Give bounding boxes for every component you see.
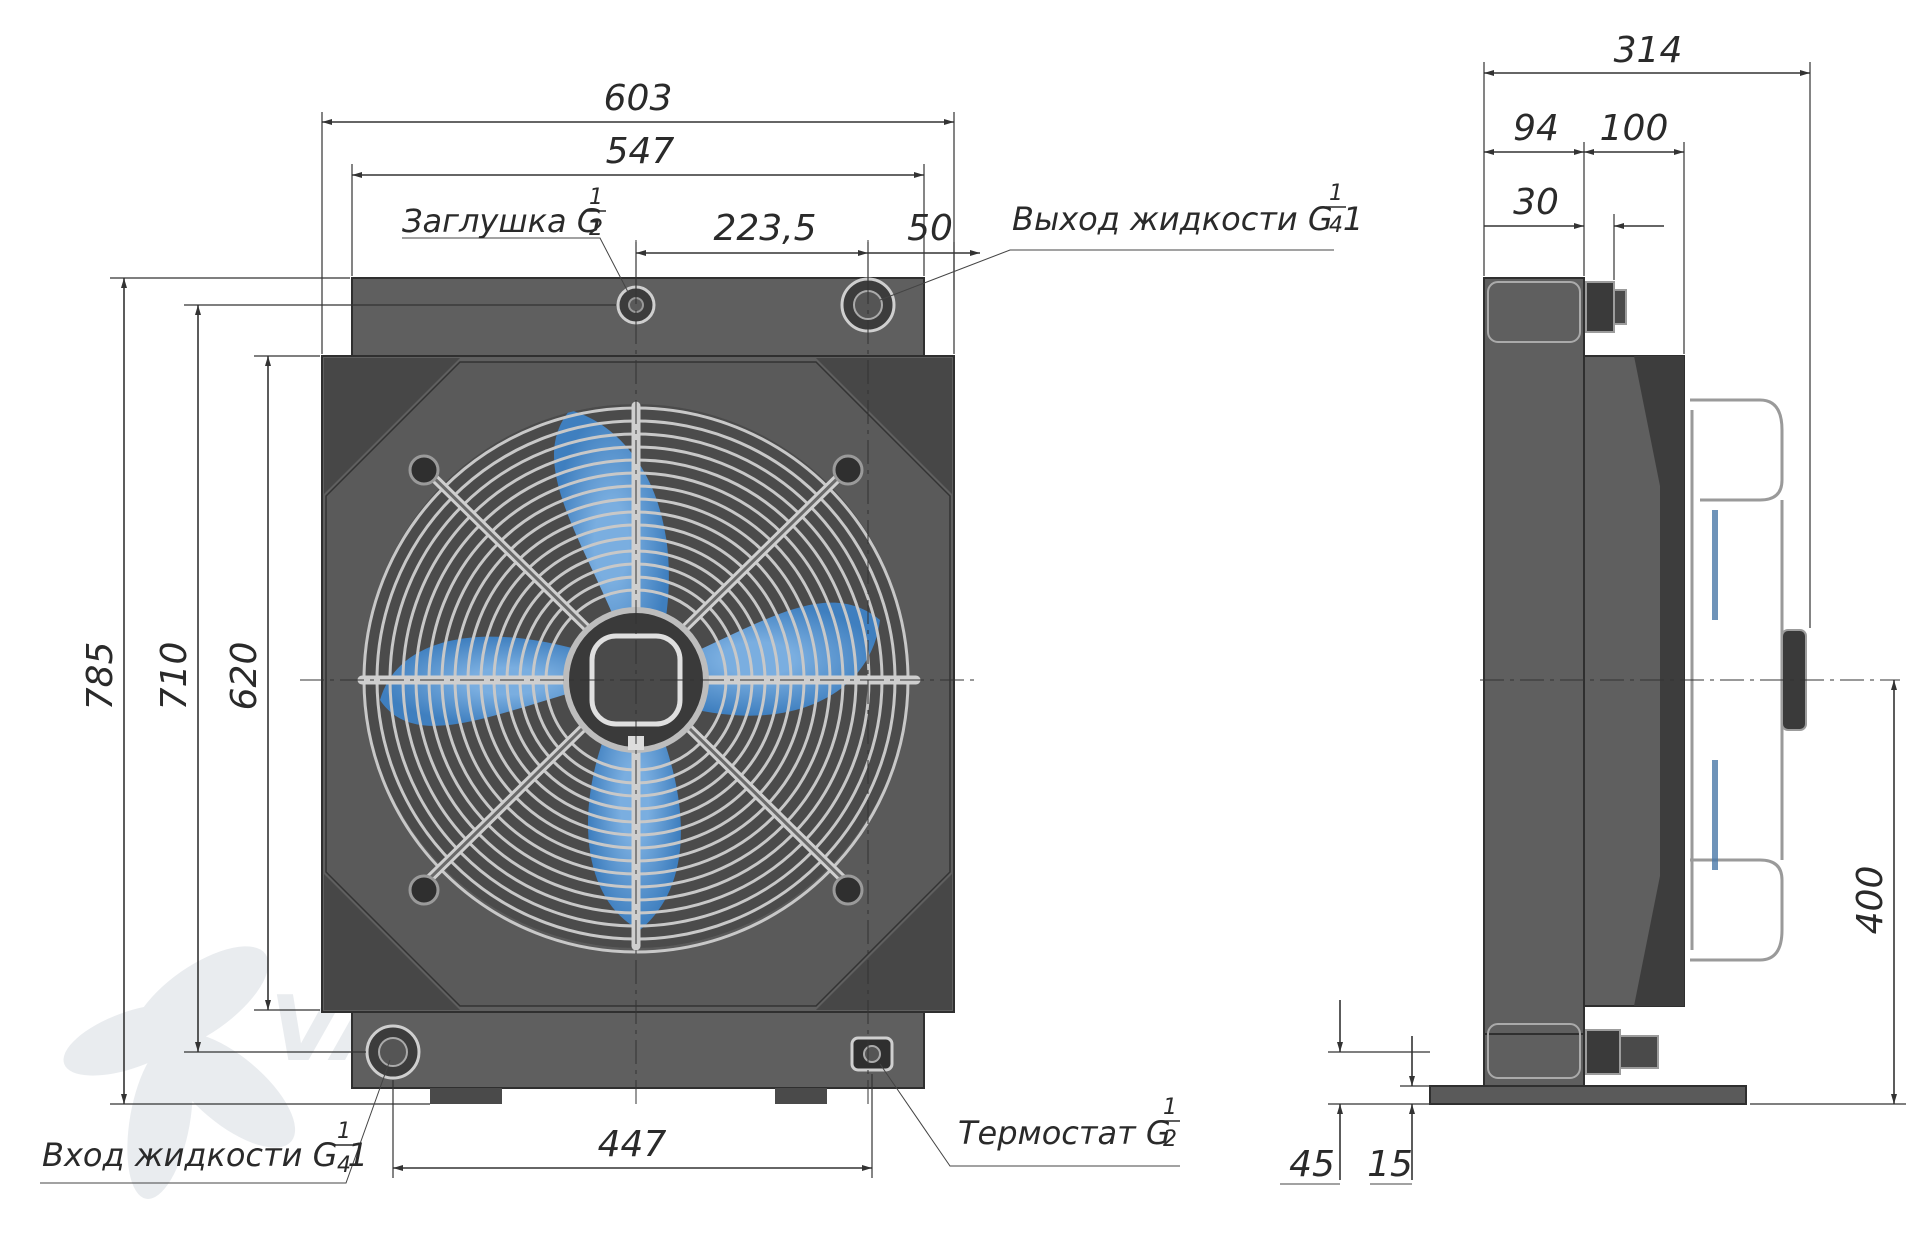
thermostat-frac-den: 2 [1163, 1127, 1177, 1152]
callout-plug: Заглушка G 1 2 [402, 185, 629, 293]
watermark-fan-icon [63, 946, 296, 1199]
dim-outlet-offset: 50 [868, 208, 980, 290]
dim-inlet-thermostat: 447 [392, 1074, 873, 1178]
dim-text-30: 30 [1513, 182, 1559, 223]
dim-depth-94: 94 [1484, 108, 1585, 276]
corner-top-right [816, 358, 952, 494]
dim-text-547: 547 [606, 131, 675, 172]
dim-height-620: 620 [224, 355, 320, 1011]
left-foot [430, 1088, 502, 1104]
thermostat-label: Термостат G [958, 1114, 1171, 1152]
dim-text-100: 100 [1600, 108, 1669, 149]
callout-thermostat: Термостат G 1 2 [879, 1063, 1180, 1167]
side-fan-blade-edges [1712, 510, 1718, 870]
center-lines [300, 240, 980, 1110]
callout-outlet: Выход жидкости G 1 1 4 [879, 181, 1363, 301]
dim-depth-100: 100 [1584, 108, 1685, 354]
inlet-label: Вход жидкости G 1 [42, 1136, 368, 1174]
dim-height-710: 710 [154, 304, 616, 1053]
dim-plug-to-outlet: 223,5 [635, 208, 869, 290]
corner-bottom-right [816, 874, 952, 1010]
dim-text-314: 314 [1614, 30, 1683, 71]
bottom-manifold [351, 1009, 925, 1089]
dim-overall-depth: 314 [1483, 30, 1811, 628]
right-foot [775, 1088, 827, 1104]
dim-overall-height: 785 [80, 277, 430, 1105]
side-shroud-wedge [1634, 356, 1684, 1006]
dim-text-50: 50 [907, 208, 953, 249]
inlet-frac-den: 4 [337, 1153, 351, 1178]
dim-text-603: 603 [604, 78, 673, 119]
plug-frac-den: 2 [589, 216, 603, 241]
dim-text-15: 15 [1367, 1144, 1413, 1185]
corner-top-left [324, 358, 460, 494]
radiator-core [1483, 277, 1585, 1035]
inlet-frac-num: 1 [337, 1119, 351, 1144]
front-view: 603 547 223,5 50 447 [40, 78, 1363, 1184]
mount-bolts [408, 454, 864, 906]
dim-text-785: 785 [80, 642, 121, 711]
thermostat-frac-num: 1 [1163, 1095, 1177, 1120]
dim-text-620: 620 [224, 642, 265, 711]
dim-text-45: 45 [1289, 1144, 1335, 1185]
dim-text-94: 94 [1513, 108, 1559, 149]
side-view: 314 94 100 30 400 [1280, 30, 1906, 1185]
outlet-label: Выход жидкости G 1 [1012, 200, 1363, 238]
bottom-tank [1487, 1023, 1581, 1079]
dim-foot-45: 45 [1280, 1000, 1430, 1185]
dim-overall-width: 603 [321, 78, 955, 354]
corner-bottom-left [324, 874, 460, 1010]
outlet-frac-den: 4 [1329, 213, 1343, 238]
dim-foot-15: 15 [1367, 1036, 1430, 1185]
outlet-frac-num: 1 [1329, 181, 1343, 206]
dim-inner-width: 547 [351, 131, 925, 276]
side-top-fitting [1585, 281, 1627, 333]
base-plate [1429, 1085, 1747, 1105]
plug-label: Заглушка G [402, 202, 602, 240]
callout-inlet: Вход жидкости G 1 1 4 [40, 1059, 391, 1184]
dim-text-710: 710 [154, 642, 195, 711]
thermostat-port [850, 1036, 894, 1072]
side-bottom-fitting [1585, 1029, 1659, 1075]
dim-text-223: 223,5 [713, 208, 816, 249]
dim-text-400: 400 [1850, 866, 1891, 935]
plug-frac-num: 1 [589, 185, 603, 210]
dim-depth-30: 30 [1484, 182, 1664, 280]
dim-axis-height: 400 [1750, 680, 1906, 1105]
dim-text-447: 447 [598, 1124, 667, 1165]
inlet-port [365, 1024, 421, 1080]
top-tank [1487, 281, 1581, 343]
